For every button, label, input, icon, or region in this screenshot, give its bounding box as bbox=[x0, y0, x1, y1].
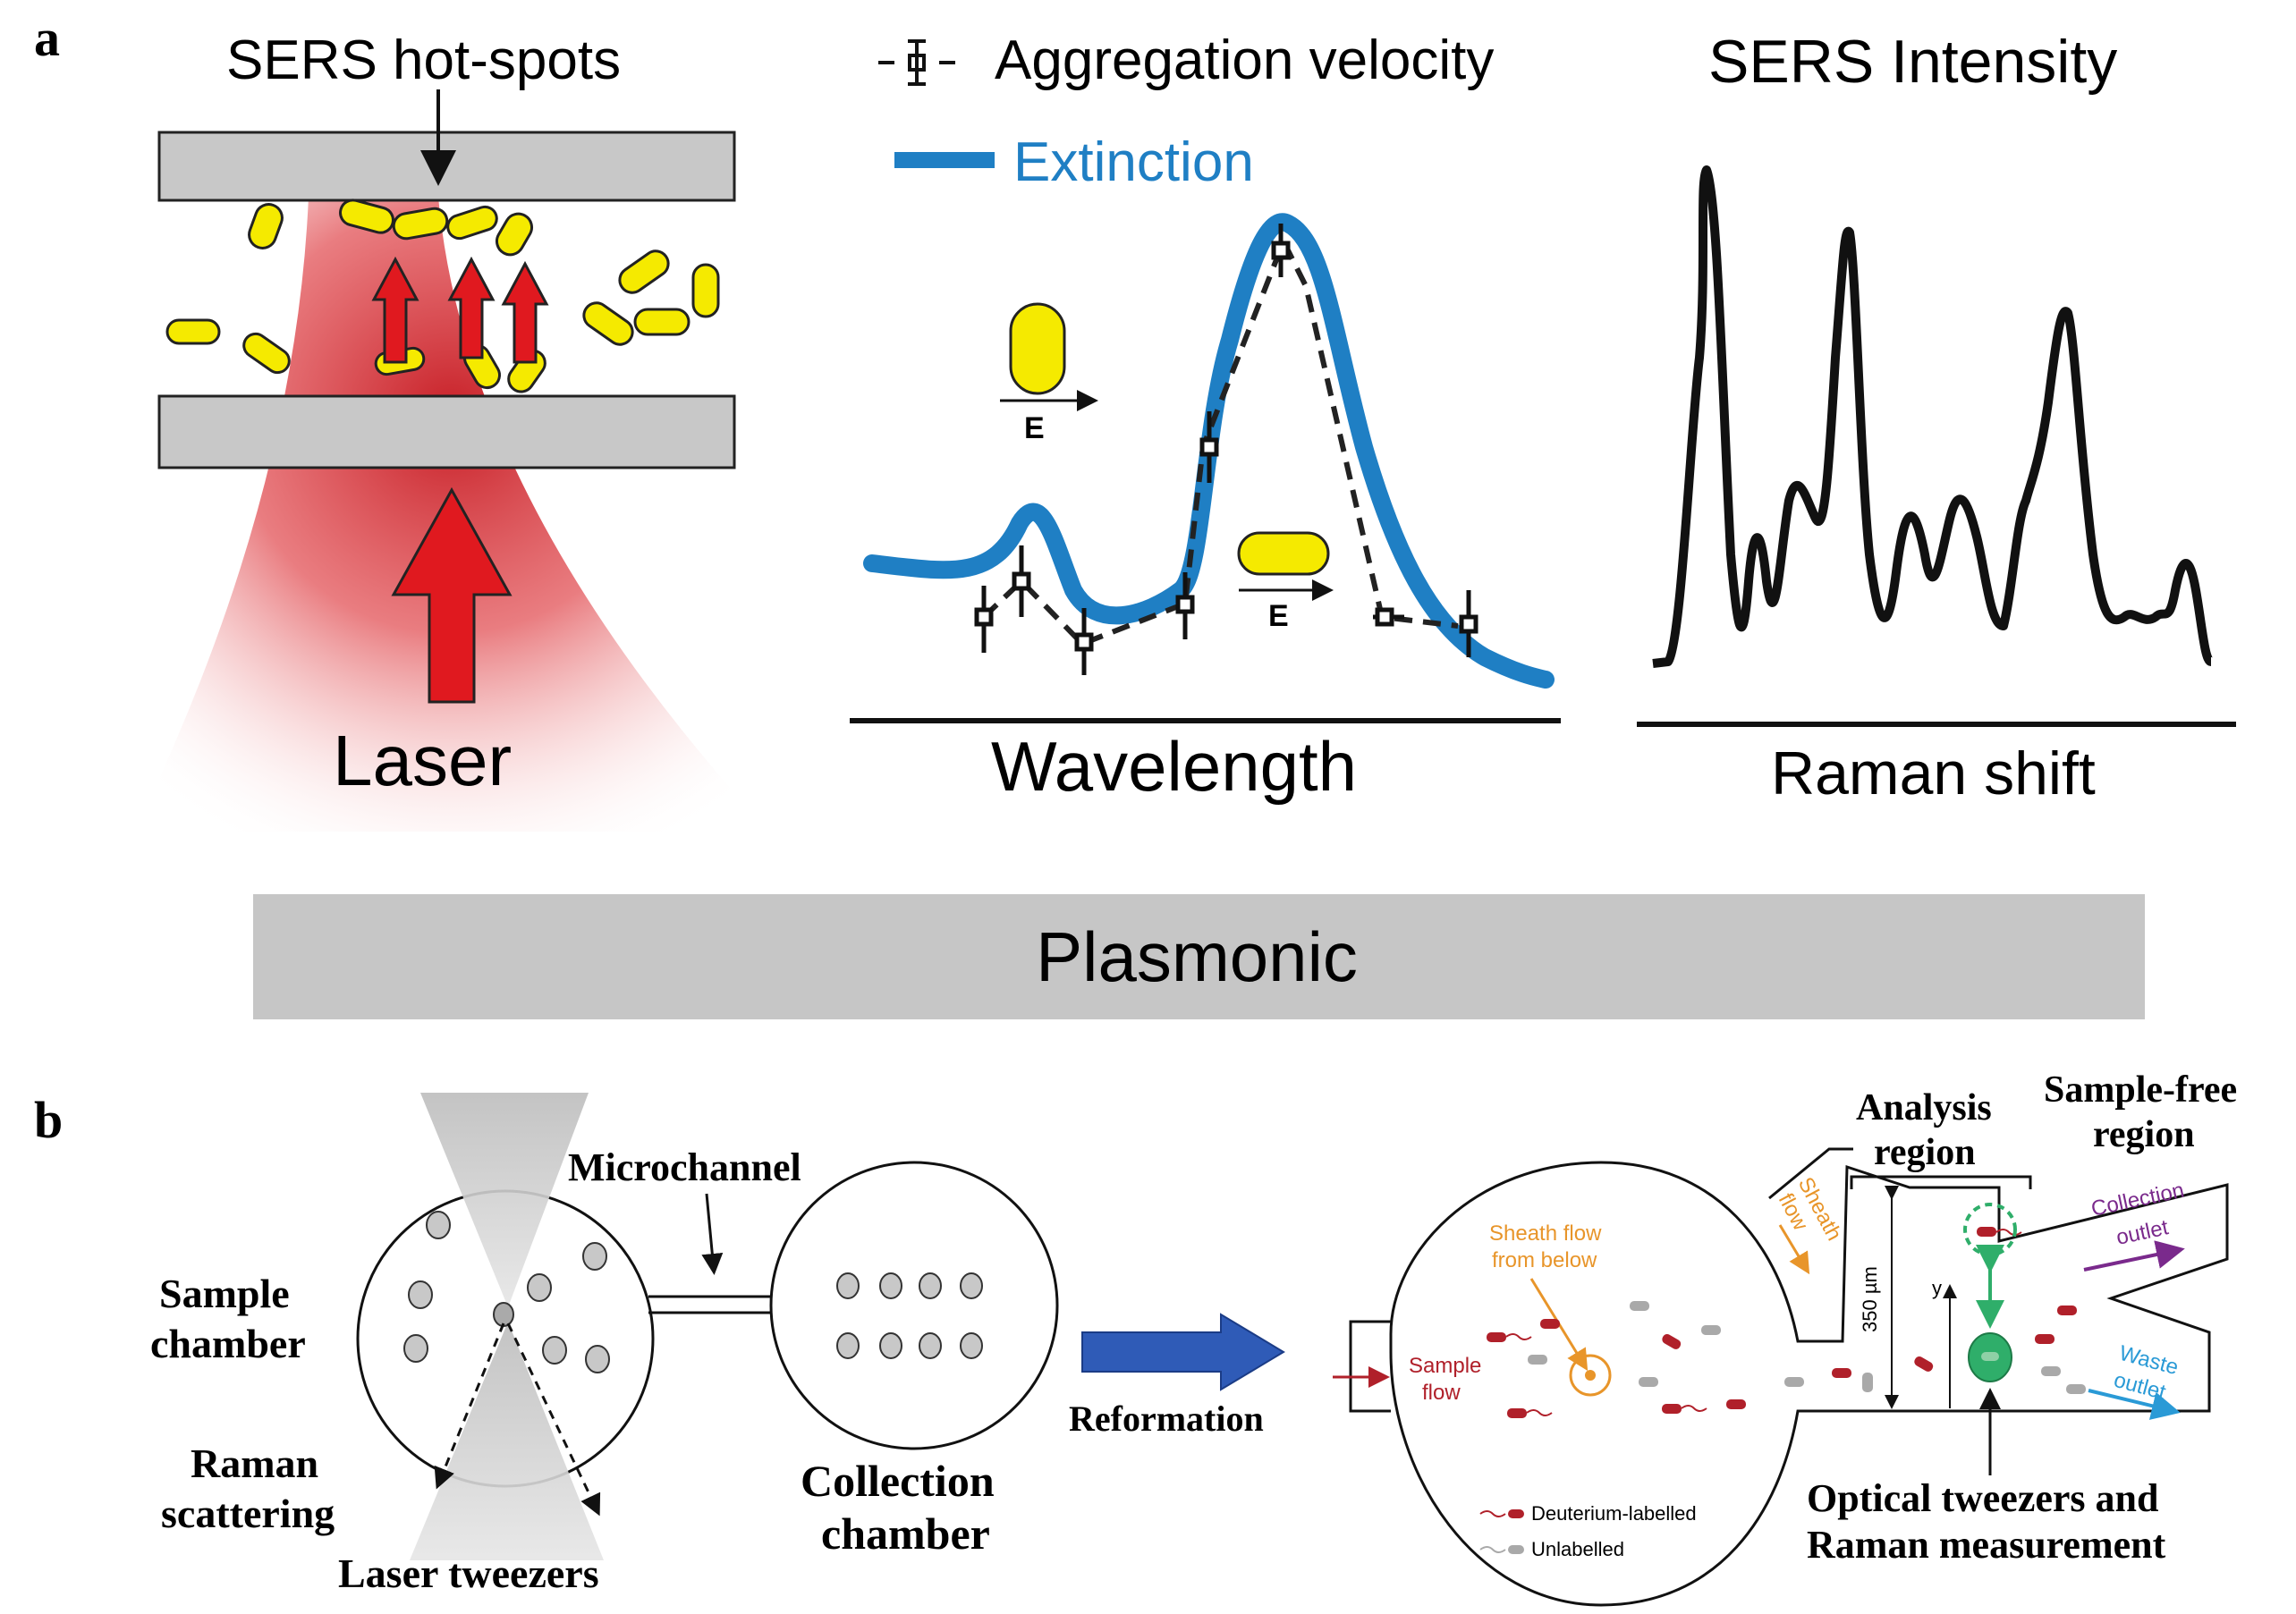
chip-cells-deuterium bbox=[1487, 1227, 2077, 1418]
analysis-region-label-1: Analysis bbox=[1856, 1087, 1992, 1128]
collection-chamber bbox=[769, 1161, 1059, 1450]
top-plate bbox=[157, 131, 736, 202]
sample-inlet bbox=[1349, 1320, 1391, 1413]
sample-free-label-2: region bbox=[2093, 1114, 2195, 1155]
sheath-below-label-2: from below bbox=[1492, 1248, 1597, 1272]
collection-outlet-arrow bbox=[2083, 1240, 2185, 1272]
collection-outlet-label-1: Collection bbox=[2089, 1179, 2187, 1221]
collection-chamber-label-2: chamber bbox=[821, 1508, 990, 1559]
chip-outline bbox=[1389, 1161, 2229, 1607]
trap-cell-inner bbox=[1981, 1352, 1999, 1361]
legend-aggregation-symbol bbox=[878, 39, 955, 86]
particle-vertical bbox=[1009, 302, 1066, 395]
sample-free-label-1: Sample-free bbox=[2044, 1069, 2237, 1111]
laser-label: Laser bbox=[333, 721, 512, 800]
particle-horizontal bbox=[1237, 531, 1330, 576]
legend-unlabelled-label: Unlabelled bbox=[1531, 1538, 1624, 1560]
legend-deuterium-symbol bbox=[1479, 1510, 1506, 1517]
field-label-horizontal: E bbox=[1268, 599, 1289, 633]
analysis-brace bbox=[1850, 1175, 2032, 1189]
width-label: 350 µm bbox=[1859, 1266, 1881, 1332]
laser-cone-bottom bbox=[410, 1322, 604, 1560]
legend-extinction-swatch bbox=[894, 152, 995, 168]
waste-outlet-arrow bbox=[2088, 1389, 2181, 1420]
laser-arrow bbox=[391, 486, 513, 704]
plasmonic-label: Plasmonic bbox=[1036, 917, 1358, 996]
panel-a-letter: a bbox=[34, 9, 60, 67]
raman-dash-right bbox=[506, 1322, 601, 1517]
extinction-curve bbox=[863, 213, 1555, 689]
collection-outlet-label-2: outlet bbox=[2114, 1215, 2171, 1250]
plasmonic-banner bbox=[253, 894, 2145, 1019]
optical-tweezers-label-2: Raman measurement bbox=[1807, 1523, 2166, 1567]
sheath-inlet bbox=[1768, 1147, 1853, 1200]
aggregation-error-bars bbox=[974, 224, 1478, 675]
laser-cone-top bbox=[420, 1093, 589, 1307]
sers-spectrum bbox=[1652, 165, 2214, 668]
bottom-plate bbox=[157, 394, 736, 469]
legend-extinction-label: Extinction bbox=[1013, 131, 1254, 193]
raman-scattering-label-1: Raman bbox=[191, 1441, 318, 1486]
field-label-vertical: E bbox=[1024, 411, 1045, 445]
sample-chamber-label-1: Sample bbox=[159, 1271, 290, 1316]
sheath-below-ring bbox=[1569, 1354, 1612, 1397]
raman-dash-left bbox=[434, 1322, 505, 1490]
analysis-region-label-2: region bbox=[1874, 1132, 1976, 1173]
sheath-below-label-1: Sheath flow bbox=[1489, 1221, 1602, 1246]
raman-shift-label: Raman shift bbox=[1771, 739, 2096, 807]
microchannel-arrow bbox=[701, 1193, 724, 1275]
collection-cells bbox=[836, 1272, 983, 1359]
sers-title: SERS Intensity bbox=[1708, 28, 2117, 96]
chip-cells-unlabelled bbox=[1528, 1301, 2086, 1394]
sample-chamber-label-2: chamber bbox=[150, 1321, 306, 1366]
microchannel-label: Microchannel bbox=[568, 1145, 801, 1189]
raman-scattering-label-2: scattering bbox=[161, 1491, 335, 1536]
optical-tweezers-label-1: Optical tweezers and bbox=[1807, 1476, 2158, 1520]
hotspots-label: SERS hot-spots bbox=[226, 30, 621, 91]
chip-cell-tails bbox=[1505, 1229, 2022, 1416]
sheath-side-arrow bbox=[1778, 1224, 1810, 1275]
legend-unlabelled-cell bbox=[1508, 1545, 1524, 1554]
sample-flow-label-2: flow bbox=[1422, 1381, 1461, 1405]
sample-flow-label-1: Sample bbox=[1409, 1354, 1481, 1378]
sheath-below-dot bbox=[1585, 1370, 1596, 1381]
legend-deuterium-label: Deuterium-labelled bbox=[1531, 1502, 1697, 1525]
legend-aggregation-label: Aggregation velocity bbox=[995, 30, 1494, 91]
reformation-label: Reformation bbox=[1069, 1399, 1264, 1439]
panel-b-letter: b bbox=[34, 1091, 63, 1149]
collection-chamber-label-1: Collection bbox=[801, 1456, 995, 1506]
laser-tweezers-label: Laser tweezers bbox=[338, 1551, 599, 1596]
legend-deuterium-cell bbox=[1508, 1509, 1524, 1518]
field-arrows bbox=[371, 256, 549, 364]
sample-cells bbox=[403, 1211, 610, 1373]
aggregation-curve bbox=[981, 234, 1459, 647]
y-axis-label: y bbox=[1932, 1277, 1942, 1299]
legend-unlabelled-symbol bbox=[1479, 1546, 1506, 1553]
wavelength-label: Wavelength bbox=[991, 727, 1357, 806]
reformation-arrow bbox=[1081, 1313, 1285, 1391]
